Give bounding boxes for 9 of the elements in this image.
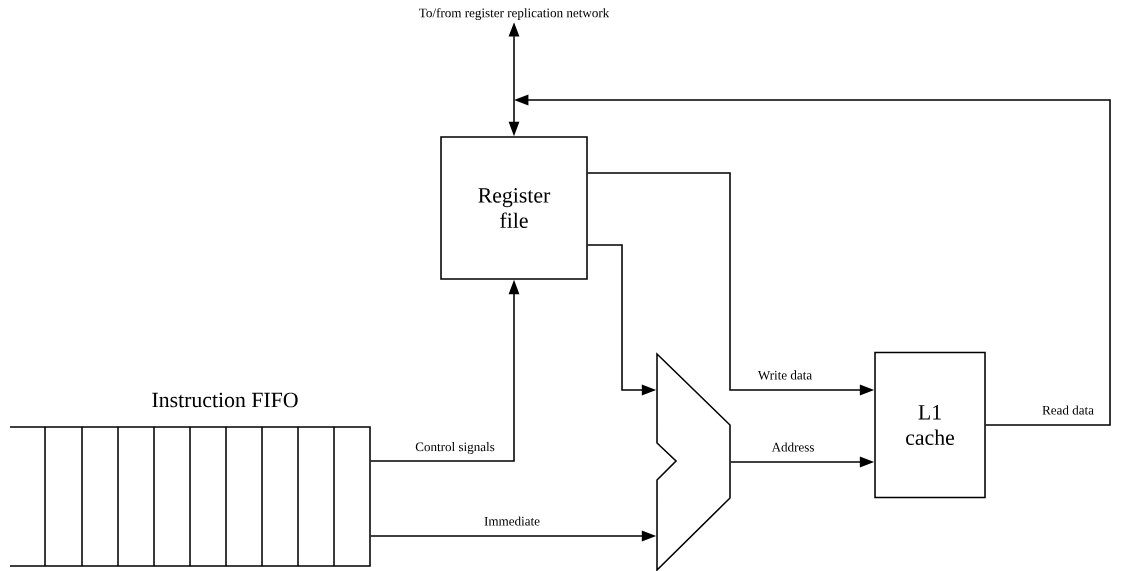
edge-label: Immediate [482, 515, 542, 527]
block-box: Register file [440, 136, 588, 280]
fifo-queue: Instruction FIFO [9, 392, 371, 567]
block-box: L1 cache [874, 351, 986, 499]
edge-label: Write data [756, 368, 814, 382]
edge-label: Control signals [413, 440, 497, 456]
edge-label: Address [770, 441, 816, 453]
edge-label: Read data [1040, 404, 1096, 416]
network-label: To/from register replication network [419, 8, 610, 20]
